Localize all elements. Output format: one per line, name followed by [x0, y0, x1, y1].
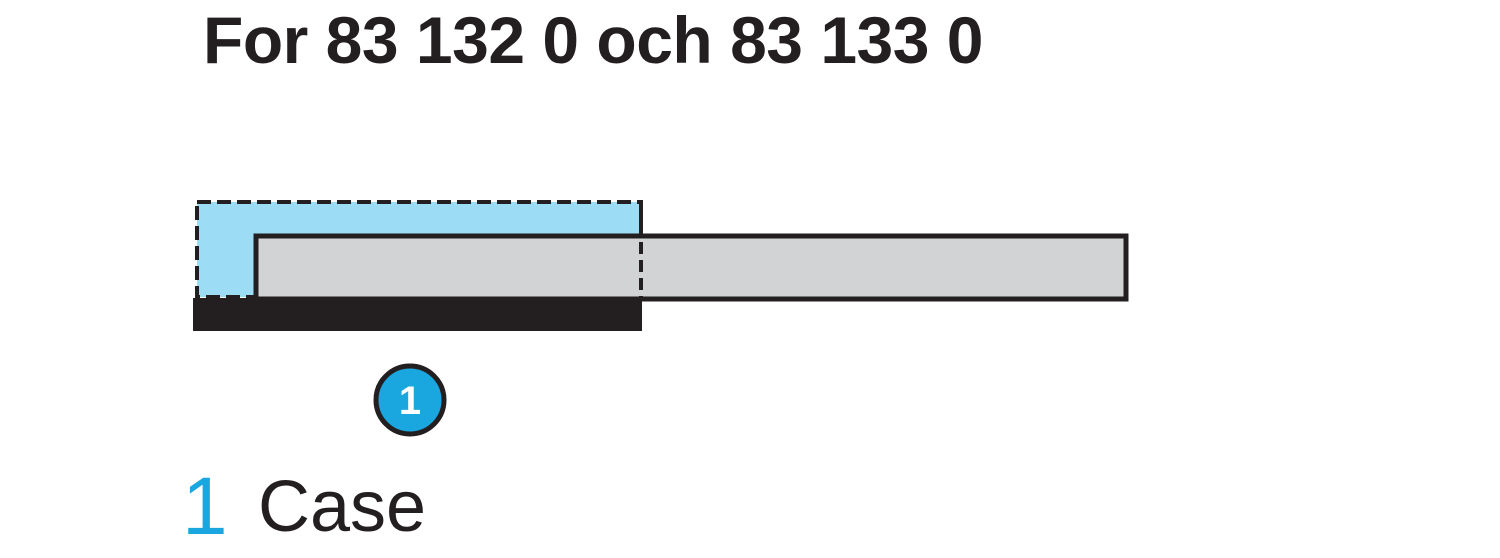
page-title: For 83 132 0 och 83 133 0	[203, 3, 983, 77]
legend-item-number: 1	[182, 461, 228, 552]
dark-base-bar	[193, 298, 642, 331]
callout-marker: 1	[373, 363, 447, 437]
callout-number: 1	[399, 379, 421, 423]
callout-circle	[373, 363, 447, 437]
grey-panel	[253, 233, 1129, 302]
legend-item-label: Case	[258, 467, 427, 547]
